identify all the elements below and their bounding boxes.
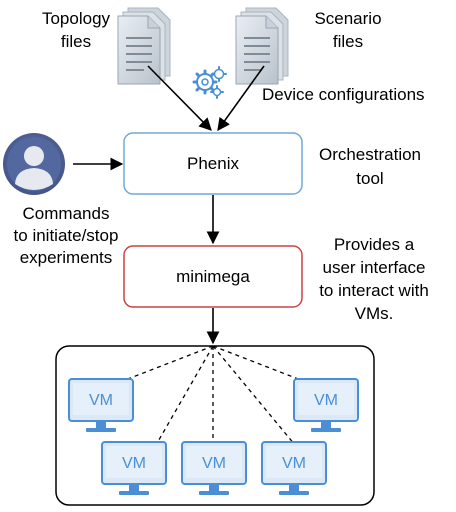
topology-files-label-line2: files <box>61 32 91 51</box>
minimega-node <box>123 245 303 308</box>
vm-label: VM <box>122 455 146 472</box>
phenix-node <box>123 132 303 195</box>
gears-icon <box>192 66 227 99</box>
orchestration-tool-label: Orchestration <box>319 145 421 164</box>
commands-label: Commands <box>23 204 110 223</box>
commands-label-line3: experiments <box>20 248 113 267</box>
minimega-description-line2: user interface <box>323 258 426 277</box>
phenix-label: Phenix <box>187 154 239 173</box>
commands-label-line2: to initiate/stop <box>14 226 119 245</box>
scenario-to-phenix-arrow <box>217 65 265 132</box>
vm-connection-lines <box>119 345 307 446</box>
vm-monitor: VM <box>181 441 247 496</box>
topology-to-phenix-arrow <box>147 65 212 131</box>
scenario-files-label: Scenario <box>314 9 381 28</box>
vm-monitor: VM <box>68 378 134 433</box>
topology-files-label: Topology <box>42 9 111 28</box>
vm-label: VM <box>202 455 226 472</box>
minimega-description: Provides a <box>334 235 415 254</box>
vm-label: VM <box>282 455 306 472</box>
vm-label: VM <box>314 392 338 409</box>
device-configurations-label: Device configurations <box>262 85 425 104</box>
topology-files-icon <box>117 7 171 85</box>
minimega-description-line3: to interact with <box>319 281 429 300</box>
minimega-description-line4: VMs. <box>355 304 394 323</box>
scenario-files-label-line2: files <box>333 32 363 51</box>
user-avatar-icon <box>3 133 65 195</box>
vm-monitor: VM <box>261 441 327 496</box>
orchestration-tool-label-line2: tool <box>356 169 383 188</box>
vm-monitor: VM <box>101 441 167 496</box>
vm-label: VM <box>89 392 113 409</box>
minimega-label: minimega <box>176 267 250 286</box>
scenario-files-icon <box>235 7 289 85</box>
vm-monitor: VM <box>293 378 359 433</box>
